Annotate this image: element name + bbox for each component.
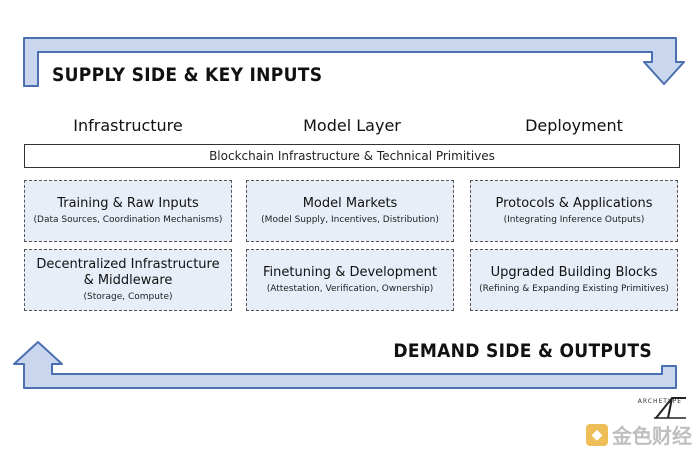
box-subtitle: (Integrating Inference Outputs) bbox=[503, 215, 645, 225]
watermark-text: 金色财经 bbox=[612, 424, 692, 448]
box-title-line-2: & Middleware bbox=[83, 273, 173, 288]
box-subtitle: (Storage, Compute) bbox=[83, 292, 173, 302]
box-upgraded-building-blocks: Upgraded Building Blocks (Refining & Exp… bbox=[470, 249, 678, 311]
blockchain-infrastructure-bar: Blockchain Infrastructure & Technical Pr… bbox=[24, 144, 680, 168]
watermark-logo-icon: ◆ bbox=[586, 423, 608, 446]
demand-side-title: DEMAND SIDE & OUTPUTS bbox=[393, 340, 652, 362]
demand-arrow bbox=[13, 341, 677, 389]
column-header-model-layer: Model Layer bbox=[303, 116, 401, 135]
box-title: Upgraded Building Blocks bbox=[490, 265, 658, 280]
supply-arrow bbox=[23, 37, 685, 87]
box-training-raw-inputs: Training & Raw Inputs (Data Sources, Coo… bbox=[24, 180, 232, 242]
box-model-markets: Model Markets (Model Supply, Incentives,… bbox=[246, 180, 454, 242]
box-title: Protocols & Applications bbox=[495, 196, 653, 211]
box-decentralized-infrastructure: Decentralized Infrastructure & Middlewar… bbox=[24, 249, 232, 311]
archetype-brand-label: ARCHETYPE bbox=[637, 398, 682, 405]
box-title-line-1: Decentralized Infrastructure bbox=[36, 257, 220, 272]
box-subtitle: (Data Sources, Coordination Mechanisms) bbox=[33, 215, 223, 225]
supply-side-title: SUPPLY SIDE & KEY INPUTS bbox=[52, 64, 323, 86]
column-header-deployment: Deployment bbox=[525, 116, 623, 135]
box-subtitle: (Model Supply, Incentives, Distribution) bbox=[261, 215, 439, 225]
watermark: ◆ 金色财经 bbox=[586, 420, 692, 449]
box-title: Finetuning & Development bbox=[263, 265, 437, 280]
box-title: Model Markets bbox=[302, 196, 398, 211]
box-subtitle: (Attestation, Verification, Ownership) bbox=[266, 284, 434, 294]
box-protocols-applications: Protocols & Applications (Integrating In… bbox=[470, 180, 678, 242]
box-subtitle: (Refining & Expanding Existing Primitive… bbox=[479, 284, 669, 294]
box-finetuning-development: Finetuning & Development (Attestation, V… bbox=[246, 249, 454, 311]
archetype-logo-icon bbox=[654, 397, 686, 419]
box-title: Training & Raw Inputs bbox=[57, 196, 199, 211]
column-header-infrastructure: Infrastructure bbox=[73, 116, 183, 135]
